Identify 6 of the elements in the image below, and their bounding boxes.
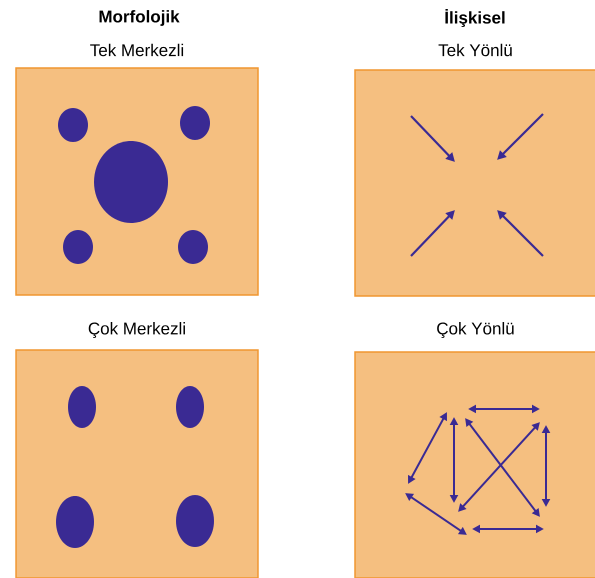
panel-title: Tek Merkezli [90, 44, 184, 56]
panel-title: Tek Yönlü [438, 44, 512, 56]
panel-title: Çok Yönlü [437, 322, 514, 338]
column-heading: İlişkisel [445, 8, 504, 28]
panel-title: Çok Merkezli [88, 322, 185, 338]
column-heading: Morfolojik [100, 10, 180, 26]
